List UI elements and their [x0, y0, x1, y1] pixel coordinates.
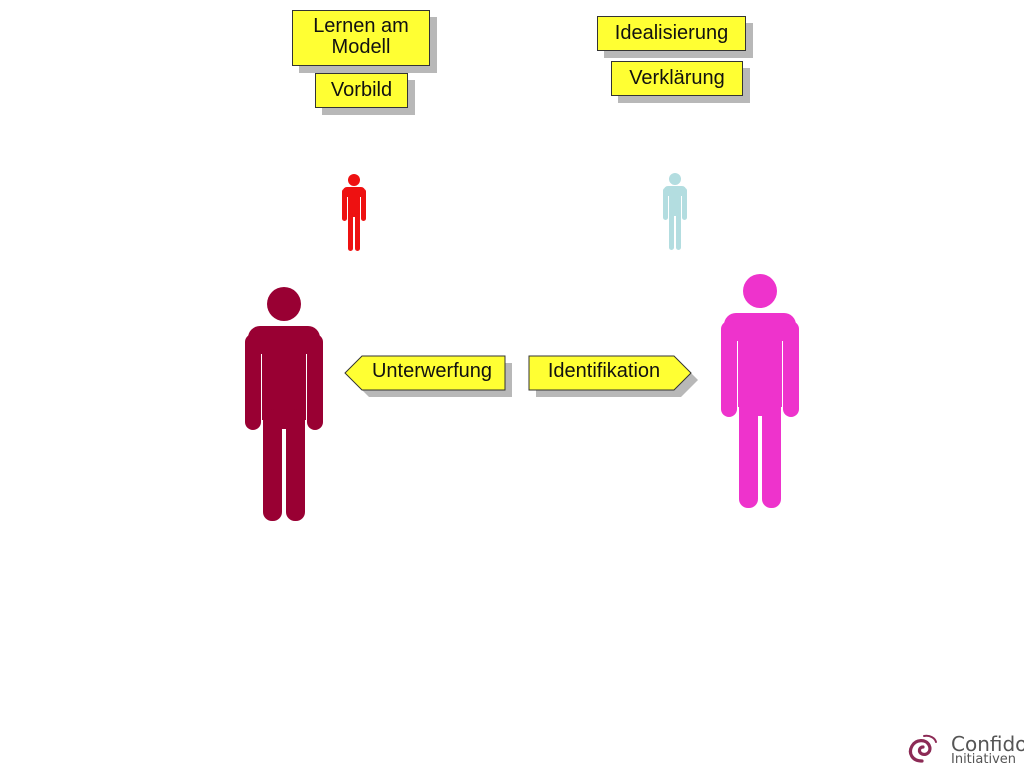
identifikation-arrow-shape	[528, 355, 698, 397]
idealisierung-box: Idealisierung	[597, 16, 746, 51]
small-red-person-icon	[342, 174, 366, 251]
logo-text-confido: Confido	[951, 732, 1024, 756]
large-maroon-person-icon	[245, 287, 323, 521]
vorbild-box: Vorbild	[315, 73, 408, 108]
logo-text-initiativen: Initiativen	[951, 752, 1016, 767]
unterwerfung-arrow-shape	[344, 355, 512, 397]
large-magenta-person-icon	[721, 274, 799, 508]
confido-swirl-logo-icon	[908, 734, 937, 763]
unterwerfung-label: Unterwerfung	[371, 360, 493, 382]
verklaerung-box: Verklärung	[611, 61, 743, 96]
lernen-am-modell-box: Lernen am Modell	[292, 10, 430, 66]
small-lightblue-person-icon	[663, 173, 687, 250]
identifikation-label: Identifikation	[547, 360, 661, 382]
